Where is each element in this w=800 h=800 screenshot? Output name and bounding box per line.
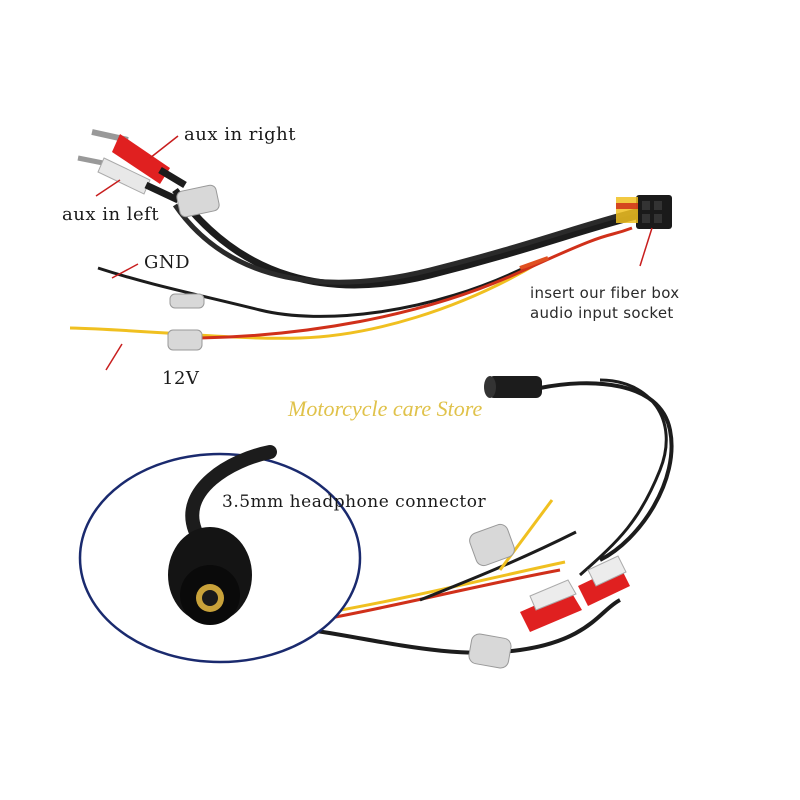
headphone-jack-small bbox=[484, 376, 542, 398]
rca-plug-white bbox=[77, 155, 180, 204]
label-headphone: 3.5mm headphone connector bbox=[222, 492, 487, 512]
label-aux-left: aux in left bbox=[62, 204, 160, 225]
label-socket-line1: insert our fiber box bbox=[530, 284, 680, 302]
label-aux-right: aux in right bbox=[184, 124, 296, 145]
rca-plug-red bbox=[91, 129, 187, 189]
watermark: Motorcycle care Store bbox=[288, 396, 483, 421]
rca-socket-white bbox=[529, 555, 627, 611]
label-12v: 12V bbox=[162, 368, 200, 389]
molex-connector bbox=[616, 195, 672, 229]
bottom-harness bbox=[309, 376, 674, 669]
wire-clip bbox=[167, 184, 220, 351]
top-harness bbox=[69, 129, 672, 371]
headphone-jack-icon bbox=[168, 527, 252, 625]
label-socket-line2: audio input socket bbox=[530, 304, 674, 322]
label-gnd: GND bbox=[144, 252, 191, 273]
zoom-circle bbox=[78, 445, 362, 664]
